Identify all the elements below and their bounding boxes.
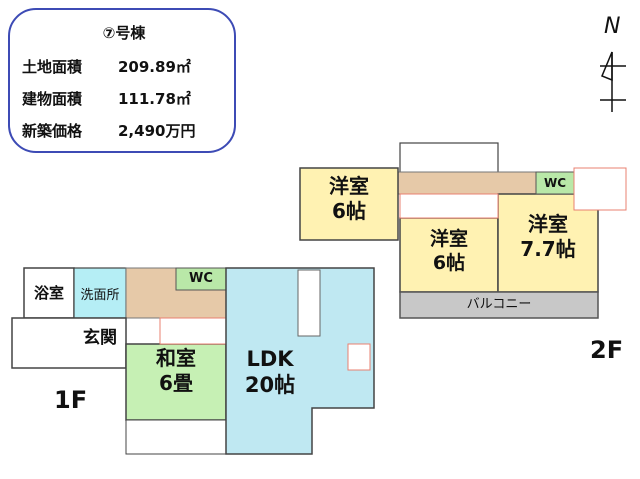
room-2f-middle-size: 6帖	[432, 251, 466, 274]
room-1f-washitsu: 和室 6畳	[126, 346, 226, 396]
land-area-label: 土地面積	[22, 58, 83, 76]
land-area-value: 209.89㎡	[118, 58, 191, 76]
building-area-row: 建物面積 111.78㎡	[22, 88, 191, 109]
property-info-box: ⑦号棟 土地面積 209.89㎡ 建物面積 111.78㎡ 新築価格 2,490万円	[8, 8, 236, 153]
room-2f-wc: WC	[543, 176, 567, 190]
room-1f-washitsu-size: 6畳	[159, 371, 193, 395]
room-1f-washitsu-name: 和室	[156, 346, 196, 370]
building-number: ⑦号棟	[102, 24, 146, 42]
floor-label-1f: 1F	[54, 386, 88, 414]
room-2f-west-name: 洋室	[329, 174, 369, 198]
room-1f-wc: WC	[189, 271, 213, 286]
room-2f-middle: 洋室 6帖	[405, 228, 493, 276]
price-value: 2,490万円	[118, 122, 196, 140]
building-area-label: 建物面積	[22, 90, 83, 108]
compass-letter: N	[604, 14, 621, 39]
room-2f-east: 洋室 7.7帖	[500, 212, 596, 262]
room-2f-west: 洋室 6帖	[305, 174, 393, 224]
land-area-row: 土地面積 209.89㎡	[22, 56, 191, 77]
room-2f-east-name: 洋室	[528, 212, 568, 236]
floor-label-2f: 2F	[590, 336, 624, 364]
price-label: 新築価格	[22, 122, 83, 140]
room-1f-ldk-size: 20帖	[244, 373, 296, 398]
balcony-label: バルコニー	[466, 297, 532, 312]
room-1f-ldk-name: LDK	[246, 347, 294, 371]
room-1f-washroom: 洗面所	[80, 288, 120, 303]
room-1f-bath: 浴室	[33, 284, 64, 302]
room-2f-east-size: 7.7帖	[520, 237, 576, 261]
room-1f-ldk: LDK 20帖	[230, 346, 310, 399]
price-row: 新築価格 2,490万円	[22, 120, 195, 141]
room-2f-west-size: 6帖	[332, 199, 366, 223]
room-2f-middle-name: 洋室	[429, 228, 468, 250]
north-compass-icon	[600, 51, 626, 112]
building-area-value: 111.78㎡	[118, 90, 191, 108]
room-1f-entrance: 玄関	[83, 328, 117, 348]
